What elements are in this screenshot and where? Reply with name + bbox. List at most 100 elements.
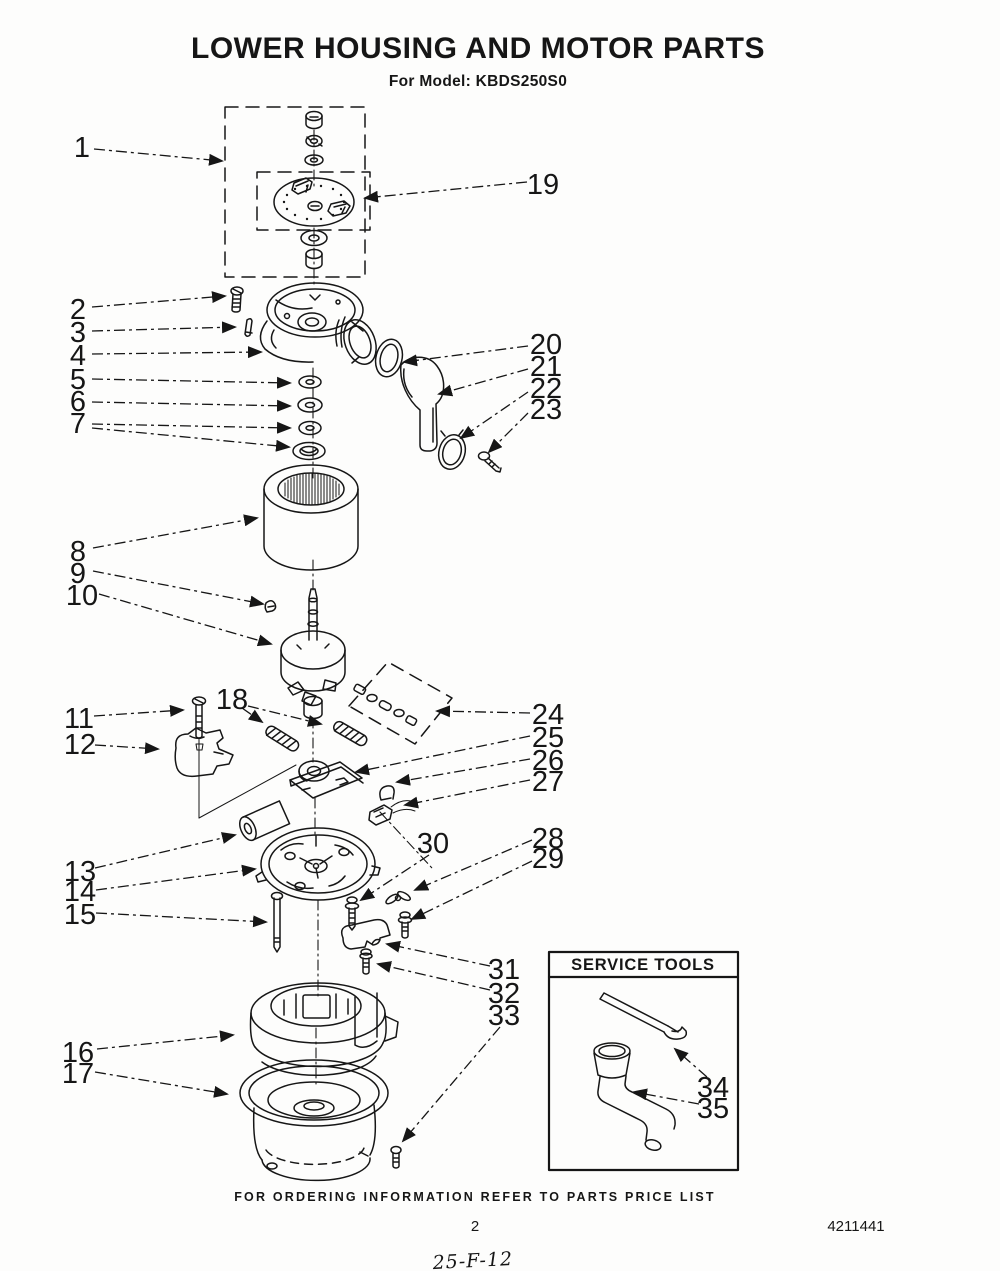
callout-7: 7 bbox=[70, 408, 86, 440]
part-3-pin bbox=[244, 317, 253, 338]
part-9-clip bbox=[264, 600, 277, 613]
leader-line-34 bbox=[673, 1047, 708, 1078]
ordering-note: FOR ORDERING INFORMATION REFER TO PARTS … bbox=[234, 1190, 716, 1204]
callout-33: 33 bbox=[488, 1000, 520, 1032]
callout-leaders bbox=[91, 148, 708, 1143]
callout-3: 3 bbox=[70, 317, 86, 349]
page-number: 2 bbox=[471, 1218, 479, 1235]
part-33-screw bbox=[390, 1145, 402, 1169]
service-tools-title: SERVICE TOOLS bbox=[571, 956, 715, 974]
leader-line-11 bbox=[93, 704, 185, 717]
callout-12: 12 bbox=[64, 729, 96, 761]
leader-line-7 bbox=[91, 421, 292, 434]
part-11-screw bbox=[191, 696, 207, 819]
callout-15: 15 bbox=[64, 899, 96, 931]
part-17-lower-housing bbox=[239, 1059, 389, 1182]
leader-line-23 bbox=[487, 412, 529, 454]
leader-line-32 bbox=[376, 961, 491, 991]
callout-35: 35 bbox=[697, 1093, 729, 1125]
callout-8: 8 bbox=[70, 536, 86, 568]
callout-20: 20 bbox=[530, 329, 562, 361]
leader-line-17 bbox=[94, 1071, 229, 1098]
leader-line-15 bbox=[95, 912, 268, 928]
leader-line-1 bbox=[93, 148, 224, 166]
part-13-capacitor bbox=[239, 800, 291, 842]
part-4-pump-housing bbox=[259, 282, 377, 365]
callout-29: 29 bbox=[532, 843, 564, 875]
leader-line-24 bbox=[435, 705, 531, 718]
part-28-wing-clip bbox=[385, 890, 411, 905]
callout-4: 4 bbox=[70, 340, 86, 372]
leader-line-25 bbox=[354, 735, 531, 776]
part-8-stator bbox=[263, 464, 359, 571]
part-25-start-switch bbox=[289, 760, 364, 799]
callout-28: 28 bbox=[532, 823, 564, 855]
leader-line-2 bbox=[91, 291, 227, 308]
leader-line-16 bbox=[96, 1030, 235, 1050]
callout-30: 30 bbox=[417, 828, 449, 860]
part-1-fasteners bbox=[300, 110, 328, 270]
leader-line-3 bbox=[91, 321, 237, 334]
leader-line-18 bbox=[247, 705, 323, 727]
leader-line-18 bbox=[241, 707, 264, 724]
leader-line-14 bbox=[95, 864, 257, 891]
part-16-upper-shell bbox=[249, 982, 399, 1077]
part-32-screw bbox=[359, 948, 373, 975]
leader-line-19 bbox=[363, 181, 528, 203]
callout-1: 1 bbox=[74, 132, 90, 164]
leader-line-20 bbox=[402, 345, 529, 367]
part-18-springs bbox=[265, 720, 368, 752]
page-title: LOWER HOUSING AND MOTOR PARTS bbox=[191, 32, 765, 65]
callout-13: 13 bbox=[64, 856, 96, 888]
callout-19: 19 bbox=[527, 169, 559, 201]
part-27-terminal bbox=[368, 800, 416, 826]
leader-line-30 bbox=[359, 854, 430, 902]
part-29-screw bbox=[397, 911, 413, 939]
service-tools-box bbox=[547, 950, 740, 1172]
catalog-number: 4211441 bbox=[827, 1218, 884, 1235]
part-30-screw bbox=[344, 896, 360, 931]
leader-line-31 bbox=[385, 940, 491, 967]
leader-line-22 bbox=[459, 391, 529, 440]
callout-25: 25 bbox=[532, 722, 564, 754]
callout-34: 34 bbox=[697, 1072, 729, 1104]
callout-24: 24 bbox=[532, 699, 564, 731]
handwritten-code: 25-F-12 bbox=[431, 1248, 514, 1271]
callout-32: 32 bbox=[488, 978, 520, 1010]
callout-10: 10 bbox=[66, 580, 98, 612]
callout-23: 23 bbox=[530, 394, 562, 426]
part-14-end-bell bbox=[255, 827, 381, 901]
callout-5: 5 bbox=[70, 364, 86, 396]
part-15-bolt bbox=[270, 891, 284, 953]
callout-21: 21 bbox=[530, 351, 562, 383]
callout-22: 22 bbox=[530, 373, 562, 405]
callout-27: 27 bbox=[532, 766, 564, 798]
callout-26: 26 bbox=[532, 745, 564, 777]
part-12-shield bbox=[174, 727, 297, 819]
part-21-drain-elbow bbox=[400, 356, 445, 452]
callout-11: 11 bbox=[64, 703, 94, 735]
leader-line-13 bbox=[94, 832, 237, 869]
callout-31: 31 bbox=[488, 954, 520, 986]
part-35-tool bbox=[593, 1042, 676, 1152]
leader-line-26 bbox=[395, 758, 531, 786]
leader-line-4 bbox=[91, 346, 263, 359]
callout-6: 6 bbox=[70, 386, 86, 418]
part-22-clamp bbox=[437, 429, 467, 470]
leader-line-29 bbox=[410, 860, 533, 920]
part-19-turntable bbox=[273, 177, 355, 227]
callout-16: 16 bbox=[62, 1037, 94, 1069]
callout-2: 2 bbox=[70, 294, 86, 326]
leader-line-21 bbox=[437, 368, 529, 397]
part-10-rotor bbox=[280, 588, 346, 720]
part-24-terminal-kit bbox=[348, 661, 453, 745]
part-2-screw bbox=[230, 286, 244, 313]
callout-17: 17 bbox=[62, 1058, 94, 1090]
callout-18: 18 bbox=[216, 684, 248, 716]
callout-9: 9 bbox=[70, 558, 86, 590]
leader-line-6 bbox=[91, 399, 292, 412]
leader-line-12 bbox=[94, 742, 160, 755]
leader-line-5 bbox=[91, 376, 292, 389]
